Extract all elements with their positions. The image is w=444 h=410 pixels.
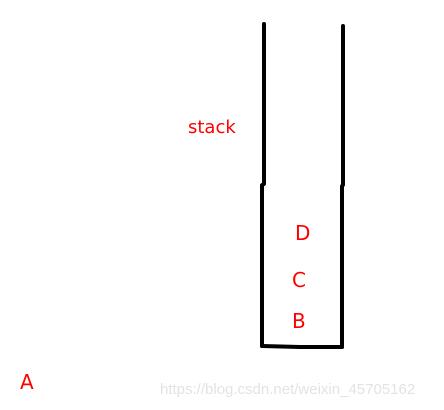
stack-right-wall <box>340 24 345 349</box>
outside-item-a: A <box>20 370 34 394</box>
stack-left-wall <box>260 22 266 348</box>
watermark: https://blog.csdn.net/weixin_45705162 <box>160 381 416 398</box>
stack-label: stack <box>188 117 236 138</box>
stack-item-c: C <box>292 268 306 292</box>
stack-item-b: B <box>292 309 306 333</box>
stack-bottom <box>260 344 344 349</box>
stack-item-d: D <box>295 221 311 245</box>
